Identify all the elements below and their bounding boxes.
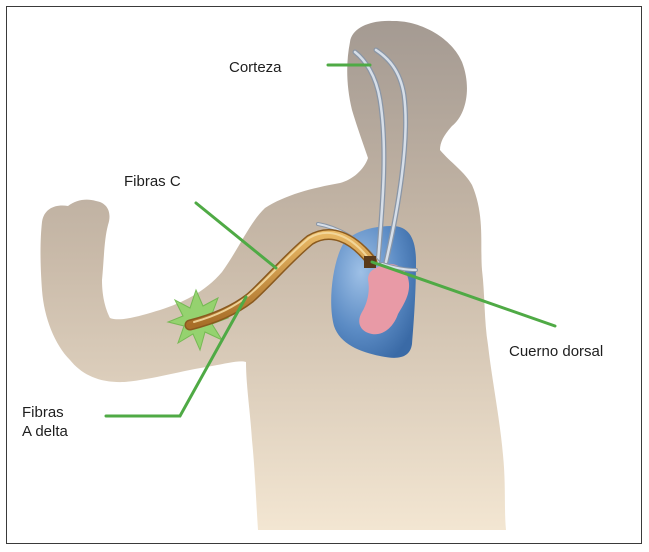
label-fibras-a-delta-line2: A delta: [22, 422, 68, 441]
label-corteza: Corteza: [229, 59, 282, 77]
label-fibras-c: Fibras C: [124, 173, 181, 191]
label-fibras-a-delta-line1: Fibras: [22, 403, 68, 422]
label-fibras-a-delta: Fibras A delta: [22, 403, 68, 441]
label-cuerno-dorsal: Cuerno dorsal: [509, 343, 603, 361]
